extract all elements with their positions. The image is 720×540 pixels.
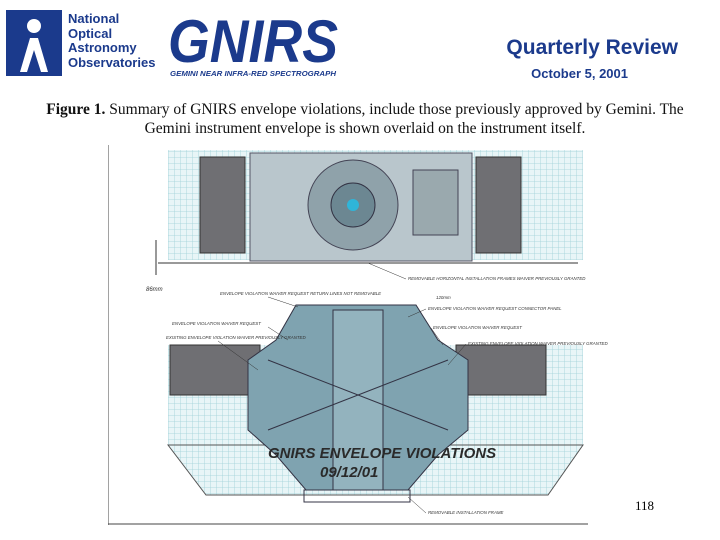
slide-header: National Optical Astronomy Observatories… — [0, 0, 720, 90]
caption-label: Figure 1. — [46, 101, 106, 118]
leader-line — [447, 343, 467, 366]
leader-line — [367, 262, 407, 280]
leader-line — [407, 496, 427, 514]
leader-line — [430, 327, 444, 346]
gnirs-logo: GNIRS GEMINI NEAR INFRA-RED SPECTROGRAPH — [168, 8, 338, 78]
violations-banner-title: GNIRS ENVELOPE VIOLATIONS — [268, 445, 496, 462]
annotation: ENVELOPE VIOLATION WAIVER REQUEST CONNEC… — [428, 306, 562, 311]
lower-left-panel — [169, 344, 261, 396]
caption-text: Summary of GNIRS envelope violations, in… — [105, 101, 684, 137]
noao-line: Astronomy — [68, 40, 137, 55]
top-left-panel — [199, 156, 246, 254]
leader-line — [407, 308, 427, 318]
top-rotator-hub — [347, 199, 359, 211]
top-right-panel — [475, 156, 522, 254]
annotation: 120mm — [436, 295, 451, 300]
noao-name: National Optical Astronomy Observatories — [68, 11, 156, 70]
noao-line: Observatories — [68, 54, 156, 70]
annotation: EXISTING ENVELOPE VIOLATION WAIVER PREVI… — [166, 335, 306, 340]
lower-right-panel — [455, 344, 547, 396]
noao-line: Optical — [68, 25, 113, 41]
envelope-violation-figure: 86mm REMOVABLE HORIZONTAL INSTALLATION F… — [108, 145, 608, 525]
violations-banner-date: 09/12/01 — [320, 464, 378, 481]
noao-logo — [6, 10, 62, 76]
top-electronics — [412, 169, 459, 236]
review-date: October 5, 2001 — [531, 66, 628, 81]
noao-line: National — [68, 11, 120, 26]
leader-line — [267, 296, 299, 308]
annotation: ENVELOPE VIOLATION WAIVER REQUEST — [433, 325, 522, 330]
leader-line — [267, 326, 289, 341]
page-number: 118 — [635, 498, 655, 513]
lower-strut-b — [267, 359, 449, 431]
annotation: REMOVABLE HORIZONTAL INSTALLATION FRAMES… — [408, 276, 586, 281]
annotation: REMOVABLE INSTALLATION FRAME — [428, 510, 504, 515]
lower-center-column — [332, 309, 384, 491]
lower-bottom-frame — [303, 489, 411, 503]
annotation: ENVELOPE VIOLATION WAIVER REQUEST RETURN… — [220, 291, 381, 296]
annotation: EXISTING ENVELOPE VIOLATION WAIVER PREVI… — [468, 341, 608, 346]
page-title: Quarterly Review — [506, 36, 678, 59]
figure-caption: Figure 1. Summary of GNIRS envelope viol… — [40, 100, 690, 138]
gnirs-subtitle: GEMINI NEAR INFRA-RED SPECTROGRAPH — [170, 71, 337, 78]
annotation: ENVELOPE VIOLATION WAIVER REQUEST — [172, 321, 261, 326]
leader-line — [217, 340, 259, 371]
gnirs-wordmark: GNIRS — [168, 8, 338, 75]
dimension-label: 86mm — [146, 287, 163, 293]
